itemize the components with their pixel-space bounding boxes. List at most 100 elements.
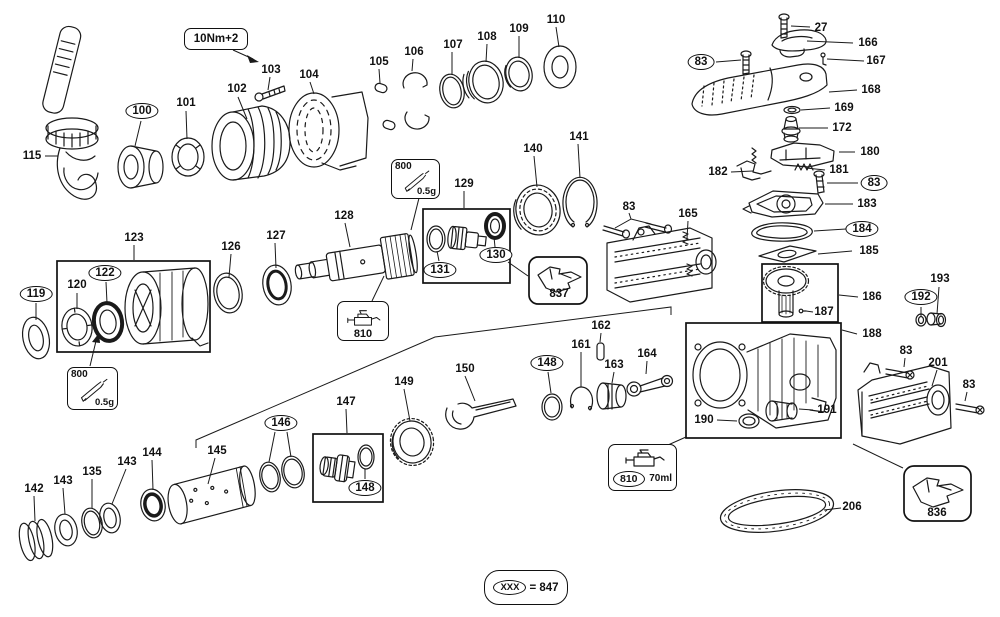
part-label-188: 188 [862, 328, 882, 340]
part-149-gear [389, 417, 435, 467]
part-label-27: 27 [814, 22, 828, 34]
torque-arrow [232, 49, 259, 63]
grease-note-800-center: 800 0.5g [391, 159, 440, 199]
part-186-crank-gear [762, 265, 810, 318]
part-144-seal-ring [140, 488, 166, 522]
part-label-150: 150 [455, 363, 475, 375]
part-83-screw-top [740, 50, 752, 75]
part-label-83: 83 [899, 345, 913, 357]
part-181-spring [794, 163, 814, 171]
section-divider-line [195, 306, 672, 448]
part-label-168: 168 [861, 84, 881, 96]
part-106-half-clips [402, 72, 430, 130]
part-label-83: 83 [687, 54, 715, 70]
part-135-ring [81, 507, 103, 539]
part-label-149: 149 [394, 376, 414, 388]
part-162-pin [596, 342, 605, 361]
part-label-119: 119 [19, 286, 53, 302]
group-boxes [56, 208, 972, 522]
part-label-123: 123 [124, 232, 144, 244]
part-label-129: 129 [454, 178, 474, 190]
part-label-144: 144 [142, 447, 162, 459]
part-150-shift-fork [445, 398, 517, 430]
part-label-103: 103 [261, 64, 281, 76]
part-105-pins [374, 82, 396, 131]
part-label-142: 142 [24, 483, 44, 495]
part-166-cap [771, 29, 827, 58]
part-161-snap-ring [569, 386, 594, 411]
part-172-button [781, 115, 801, 143]
part-165-field [606, 225, 717, 303]
grease-gun-icon [625, 449, 665, 467]
part-label-166: 166 [858, 37, 878, 49]
part-label-186: 186 [862, 291, 882, 303]
part-130-seal [484, 212, 506, 240]
part-185-seal-sheet [758, 245, 817, 263]
part-148-ring-inbox [357, 444, 375, 470]
part-label-206: 206 [842, 501, 862, 513]
part-100-spindle-bushing [117, 145, 164, 189]
part-104-front-housing [288, 91, 369, 171]
part-label-122: 122 [88, 265, 122, 281]
part-123-cylinder-housing [124, 267, 209, 347]
part-label-162: 162 [591, 320, 611, 332]
legend-equals: = 847 [529, 581, 559, 594]
part-131-ring [426, 225, 446, 253]
part-label-141: 141 [569, 131, 589, 143]
part-label-201: 201 [928, 357, 948, 369]
part-label-109: 109 [509, 23, 529, 35]
grease-arrow [89, 333, 100, 367]
part-label-148: 148 [530, 355, 564, 371]
torque-note-text: 10Nm+2 [193, 33, 239, 45]
part-184-gasket [751, 222, 813, 242]
part-label-127: 127 [266, 230, 286, 242]
part-label-145: 145 [207, 445, 227, 457]
part-label-107: 107 [443, 39, 463, 51]
part-119-washer [21, 316, 51, 360]
part-label-115: 115 [22, 150, 42, 162]
part-120-bearing-ring [61, 307, 93, 347]
grease-qty: 70ml [649, 473, 672, 484]
part-146-rings [259, 455, 305, 493]
part-183-plate [742, 190, 824, 218]
grease-id: 800 [71, 369, 88, 380]
part-83-screw-motor-right [955, 403, 985, 415]
grease-note-810-70ml: 810 70ml [608, 444, 677, 491]
part-836-brush-holder [912, 477, 964, 508]
grease-tube-icon [404, 170, 430, 192]
part-182-clip [736, 160, 772, 181]
part-label-102: 102 [227, 83, 247, 95]
part-187-screw-small [798, 308, 807, 314]
grease-note-810: 810 [337, 301, 389, 341]
part-label-143: 143 [117, 456, 137, 468]
part-label-180: 180 [860, 146, 880, 158]
part-169-washer [783, 105, 801, 115]
part-191-needle-bearing [765, 400, 798, 422]
part-102-nose-collar [211, 105, 291, 181]
part-label-172: 172 [832, 122, 852, 134]
part-label-184: 184 [845, 221, 879, 237]
part-label-100: 100 [125, 103, 159, 119]
grease-qty: 0.5g [94, 397, 114, 408]
part-label-146: 146 [264, 415, 298, 431]
grease-tube-icon [80, 378, 108, 402]
part-label-182: 182 [708, 166, 728, 178]
part-147-valve [319, 454, 356, 483]
part-label-163: 163 [604, 359, 624, 371]
part-83-screws-field [602, 222, 673, 239]
grease-note-800-left: 800 0.5g [67, 367, 118, 410]
part-83-screw-right [813, 170, 825, 194]
part-143-washer-b [99, 502, 121, 534]
part-label-105: 105 [369, 56, 389, 68]
part-128-spindle [294, 233, 418, 282]
part-192-ring-small [915, 313, 927, 327]
part-83-screw-motor-left [885, 368, 915, 380]
part-143-washer-a [54, 513, 78, 547]
part-label-101: 101 [176, 97, 196, 109]
legend-box: XXX = 847 [484, 570, 568, 605]
part-27-screw [778, 13, 790, 39]
part-label-169: 169 [834, 102, 854, 114]
part-190-bearing-small [738, 413, 760, 429]
